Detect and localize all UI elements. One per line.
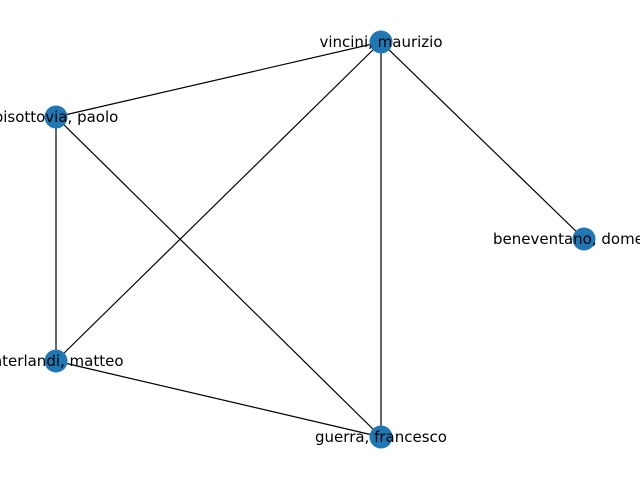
node-label-guerra: guerra, francesco <box>315 428 447 446</box>
edge-vincini-interlandi <box>55 41 382 362</box>
node-vincini <box>369 30 393 54</box>
edge-vincini-beneventano <box>380 41 585 240</box>
node-label-beneventano: beneventano, domenico <box>493 230 640 248</box>
node-label-vincini: vincini, maurizio <box>319 33 442 51</box>
node-bisottovia <box>44 105 68 129</box>
edge-vincini-bisottovia <box>55 41 382 118</box>
label-layer: vincini, maurizio bisottovia, paolo beneve… <box>0 33 640 446</box>
node-beneventano <box>572 227 596 251</box>
edge-interlandi-guerra <box>55 360 382 438</box>
node-layer <box>44 30 596 449</box>
node-label-interlandi: interlandi, matteo <box>0 352 124 370</box>
node-interlandi <box>44 349 68 373</box>
edge-layer <box>55 41 585 438</box>
edge-bisottovia-guerra <box>55 116 382 438</box>
node-guerra <box>369 425 393 449</box>
node-label-bisottovia: bisottovia, paolo <box>0 108 118 126</box>
